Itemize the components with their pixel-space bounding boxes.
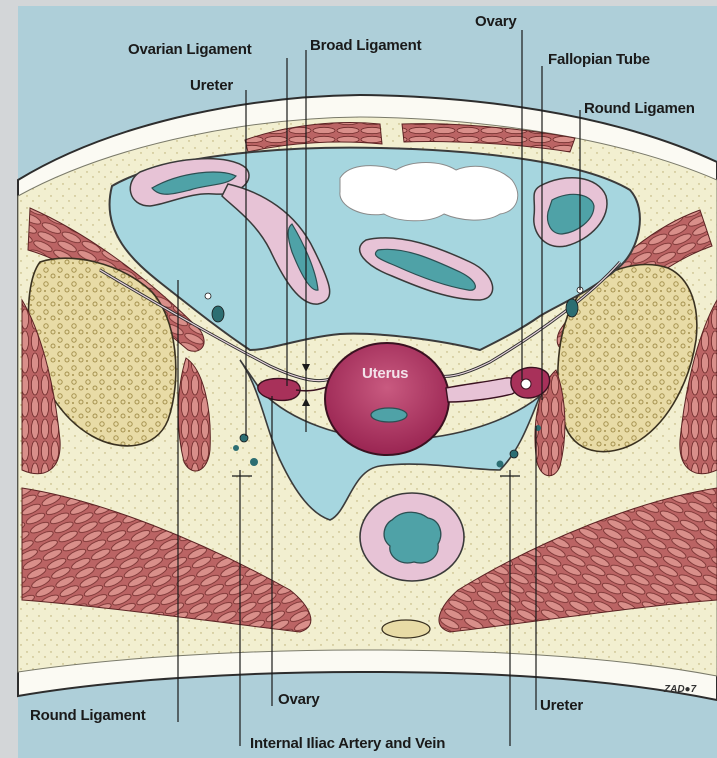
label-broad-ligament: Broad Ligament — [310, 38, 421, 53]
label-internal-iliac-artery-and-vein: Internal Iliac Artery and Vein — [250, 736, 445, 751]
label-round-ligament-top: Round Ligamen — [584, 101, 695, 116]
label-ovary-bottom: Ovary — [278, 692, 320, 707]
label-ovarian-ligament: Ovarian Ligament — [128, 42, 252, 57]
label-round-ligament-bottom: Round Ligament — [30, 708, 146, 723]
artist-signature: ZAD●7 — [664, 684, 696, 695]
label-uterus: Uterus — [362, 366, 408, 381]
label-ureter-bottom: Ureter — [540, 698, 583, 713]
label-ureter-top: Ureter — [190, 78, 233, 93]
label-ovary-top: Ovary — [475, 14, 517, 29]
label-fallopian-tube: Fallopian Tube — [548, 52, 650, 67]
